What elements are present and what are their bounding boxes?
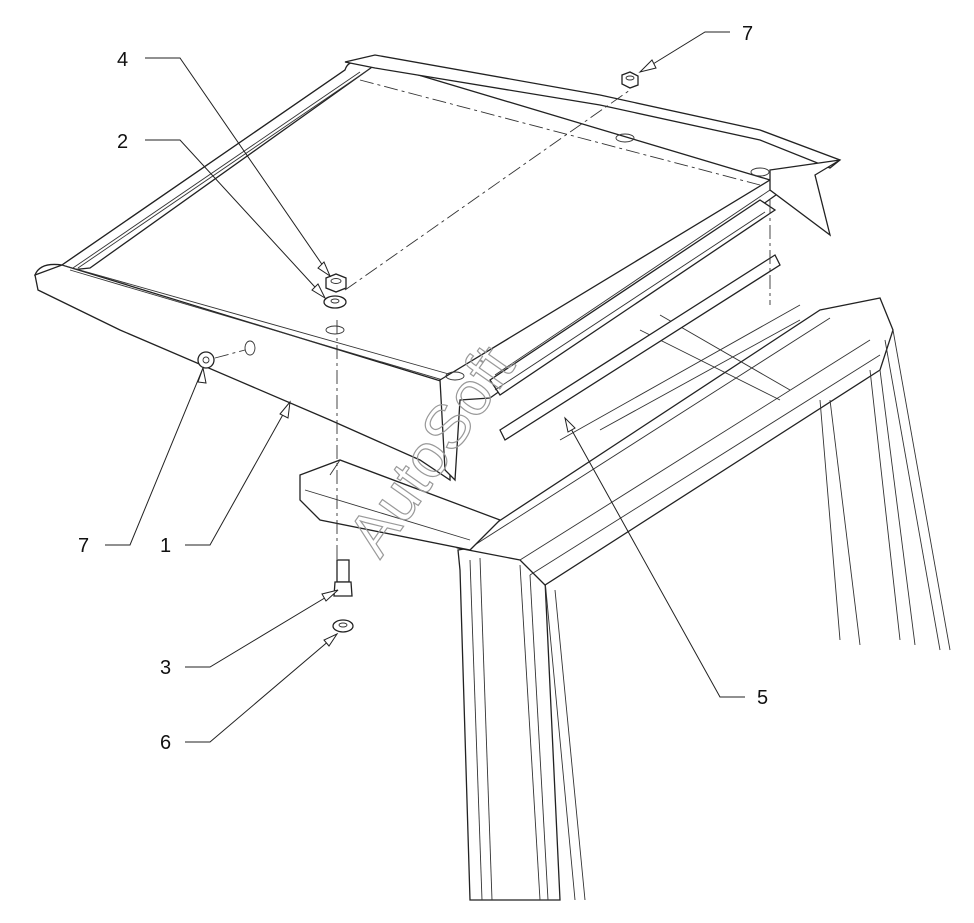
support-frame <box>299 297 951 901</box>
leader-lines <box>105 31 745 743</box>
seal-strip <box>489 199 781 441</box>
fasteners <box>197 71 639 633</box>
callout-6: 6 <box>160 732 171 754</box>
callout-7-top: 7 <box>742 23 753 45</box>
callout-4: 4 <box>117 49 128 71</box>
callout-1: 1 <box>160 535 171 557</box>
alignment-lines <box>214 79 771 560</box>
tray-assembly <box>33 54 842 482</box>
callout-2: 2 <box>117 131 128 153</box>
callout-5: 5 <box>757 687 768 709</box>
callout-labels: 4 2 7 7 1 3 6 5 <box>78 23 768 754</box>
callout-3: 3 <box>160 657 171 679</box>
callout-7-left: 7 <box>78 535 89 557</box>
